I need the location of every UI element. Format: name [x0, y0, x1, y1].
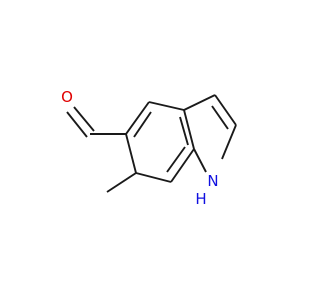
bond-pyrrole-4 [193, 148, 207, 173]
atom-label-oxygen: O [61, 88, 73, 106]
bond-benzene-inner-3 [179, 116, 189, 146]
bond-benzene-3 [183, 109, 195, 150]
bond-pyrrole-1 [183, 94, 216, 111]
bond-pyrrole-2-inner [211, 105, 229, 130]
bond-benzene-inner-2 [166, 146, 186, 173]
bond-pyrrole-2 [214, 94, 237, 126]
bond-benzene-1 [125, 101, 150, 135]
bond-benzene-inner-1 [133, 111, 152, 138]
bond-c-o-double-a [73, 106, 95, 132]
bond-pyrrole-3 [221, 124, 237, 160]
bond-benzene-2 [148, 101, 185, 111]
atom-label-nitrogen: N [207, 172, 218, 190]
bond-methyl [106, 172, 137, 193]
bond-c-o-double-b [66, 111, 88, 138]
bond-benzene-4 [170, 148, 195, 183]
bonds [66, 94, 237, 193]
indole-carbaldehyde-structure: O N H [61, 88, 237, 208]
bond-benzene-6 [125, 133, 137, 174]
bond-benzene-5 [135, 172, 172, 183]
atom-labels: O N H [61, 88, 219, 208]
atom-label-hydrogen: H [195, 190, 206, 208]
